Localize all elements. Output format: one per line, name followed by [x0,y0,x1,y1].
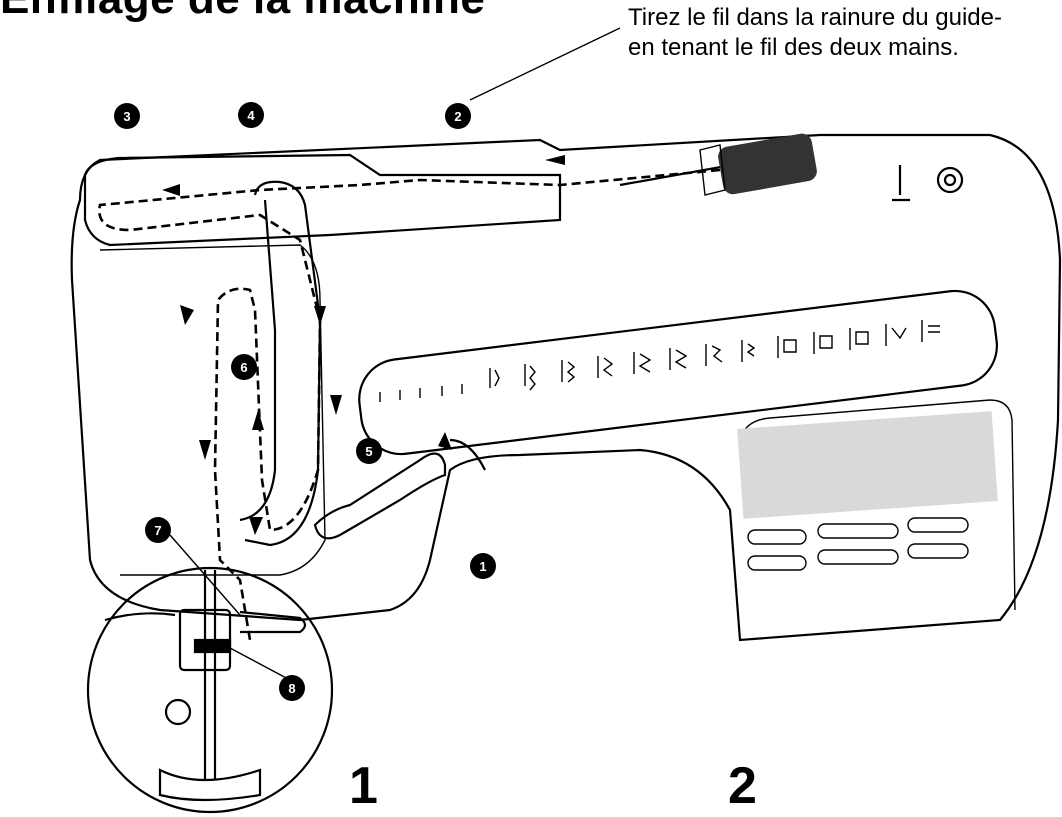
figure-number-2: 2 [728,757,757,815]
svg-text:3: 3 [123,109,130,124]
presser-lever [313,452,447,540]
svg-text:7: 7 [154,523,161,538]
bobbin-winder [892,165,964,202]
step-badge-2: 2 [445,103,471,129]
needle-inset [86,566,334,814]
callout-leader-line [469,27,621,101]
step-badge-3: 3 [114,103,140,129]
svg-text:2: 2 [454,109,461,124]
lever-arrow-head [438,432,452,450]
svg-text:5: 5 [365,444,372,459]
top-cover [83,153,562,247]
machine-body-outline [70,133,1062,642]
callout-line-2: en tenant le fil des deux mains. [628,34,959,61]
lever-arrow [449,438,486,471]
needle-assembly [104,570,307,802]
callout-text: Tirez le fil dans la rainure du guide- e… [628,3,1002,63]
step-badge-4: 4 [238,102,264,128]
stitch-symbols [379,320,940,402]
callout-line-1: Tirez le fil dans la rainure du guide- [628,4,1002,31]
thread-guide-leader [169,534,241,616]
control-buttons [747,517,969,571]
step-badge-7: 7 [145,517,171,543]
svg-text:6: 6 [240,360,247,375]
step-badge-6: 6 [231,354,257,380]
stitch-panel [358,289,998,456]
step-badge-8: 8 [279,675,305,701]
side-panel [99,244,326,576]
svg-text:8: 8 [288,681,295,696]
take-up-channel-inner [239,199,277,522]
step-badge-5: 5 [356,438,382,464]
figure-number-1: 1 [349,757,378,815]
direction-arrows [162,155,565,535]
needle-guide-leader [229,647,291,681]
grille-area [737,411,998,519]
step-badge-1: 1 [470,553,496,579]
page-title: Enfilage de la machine [0,0,485,24]
thread-path [98,168,721,641]
svg-text:1: 1 [479,559,486,574]
take-up-channel [244,180,322,547]
svg-text:4: 4 [247,108,255,123]
